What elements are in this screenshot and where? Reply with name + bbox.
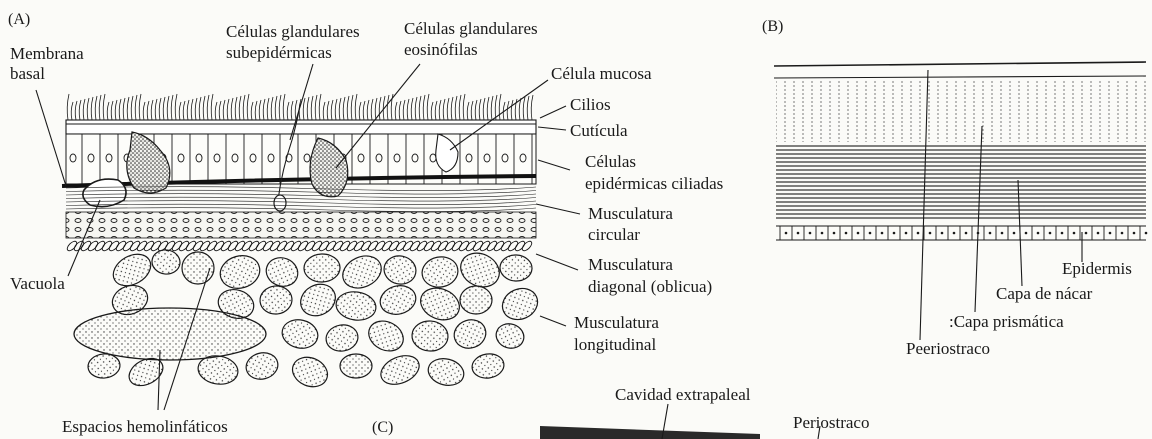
nacre-layer [776, 144, 1146, 220]
prismatic-layer [776, 80, 1146, 142]
label-musc-circular-2: circular [588, 225, 640, 244]
periostracum-layer [774, 62, 1146, 66]
hemolymph-space-small [182, 252, 214, 284]
label-musc-diagonal-2: diagonal (oblicua) [588, 277, 712, 296]
panel-label-a: (A) [8, 11, 30, 28]
shell-section [540, 426, 760, 439]
label-espacios-hemolinfaticos: Espacios hemolinfáticos [62, 417, 228, 436]
cuticle [66, 120, 536, 134]
label-cilios: Cilios [570, 95, 611, 114]
label-cavidad-extrapaleal: Cavidad extrapaleal [615, 385, 751, 404]
label-celulas-2: epidérmicas ciliadas [585, 174, 723, 193]
label-capa-nacar: Capa de nácar [996, 284, 1093, 303]
label-cuticula: Cutícula [570, 121, 628, 140]
label-musc-longitudinal-2: longitudinal [574, 335, 656, 354]
panel-label-b: (B) [762, 18, 783, 35]
label-subepidermicas: Células glandulares [226, 22, 360, 41]
label-eosinofilas: Células glandulares [404, 19, 538, 38]
label-eosinofilas-2: eosinófilas [404, 40, 478, 59]
label-membrana-basal-2: basal [10, 64, 45, 83]
label-vacuola: Vacuola [10, 274, 65, 293]
connective-layer [66, 187, 536, 212]
label-peeriostraco: Peeriostraco [906, 339, 990, 358]
label-capa-prismatica: :Capa prismática [949, 312, 1064, 331]
panel-b: (B) Epidermis Capa de nácar :Capa prismá… [762, 18, 1147, 358]
label-periostraco: Periostraco [793, 413, 869, 432]
panel-a: (A) Membrana basal Células glandulares s… [8, 11, 723, 436]
label-celulas: Células [585, 152, 636, 171]
label-musc-diagonal: Musculatura [588, 255, 673, 274]
label-musc-circular: Musculatura [588, 204, 673, 223]
diagonal-musculature [66, 240, 534, 253]
panel-c: (C) Cavidad extrapaleal Periostraco [372, 385, 869, 439]
epidermis-layer [776, 226, 1147, 240]
label-musc-longitudinal: Musculatura [574, 313, 659, 332]
hemolymph-space-large [74, 308, 266, 360]
label-membrana-basal: Membrana [10, 44, 84, 63]
label-celula-mucosa: Célula mucosa [551, 64, 652, 83]
label-subepidermicas-2: subepidérmicas [226, 43, 332, 62]
label-epidermis: Epidermis [1062, 259, 1132, 278]
circular-musculature [66, 212, 536, 238]
panel-label-c: (C) [372, 419, 393, 436]
